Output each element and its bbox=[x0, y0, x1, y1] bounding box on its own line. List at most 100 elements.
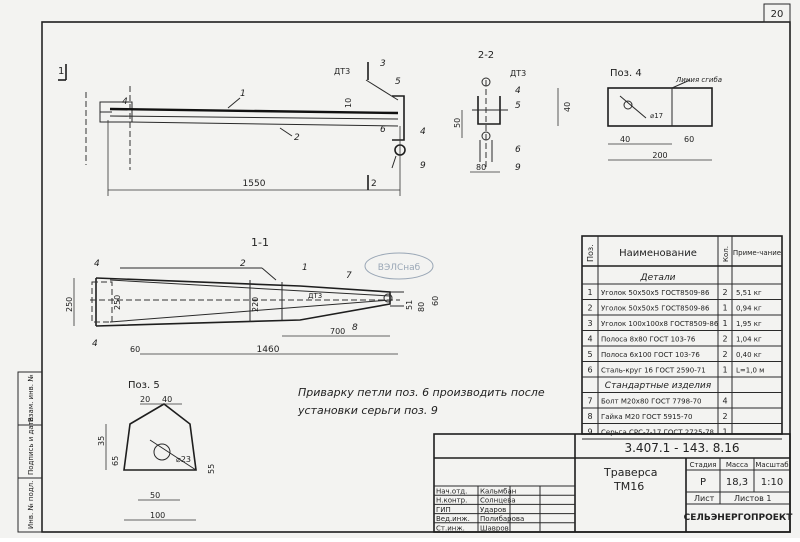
bom-cell-pos: 5 bbox=[587, 350, 592, 359]
bom-section-details: Детали bbox=[640, 273, 676, 283]
callout-5-main: 5 bbox=[395, 77, 401, 87]
role-title: Ст.инж. bbox=[436, 524, 465, 532]
dim-s11-60: 60 bbox=[130, 345, 140, 354]
bom-cell-qty: 1 bbox=[722, 304, 727, 313]
stage-value: Р bbox=[700, 477, 706, 488]
title-block-role-row: ГИП Удаpов bbox=[434, 503, 575, 514]
pos4-title: Поз. 4 bbox=[610, 68, 642, 79]
callout-7-s11: 7 bbox=[346, 271, 352, 281]
view-marker-left: 1 bbox=[58, 66, 64, 77]
bom-cell-note: 0,94 кг bbox=[736, 305, 762, 313]
pos4-bend-note: Линия сгиба bbox=[675, 76, 722, 84]
bom-cell-note: 1,95 кг bbox=[736, 320, 762, 328]
callout-6-main: 6 bbox=[380, 125, 386, 135]
section-1-1: 1-1 250 250 220 ДТ3 700 1460 60 51 80 60… bbox=[65, 236, 440, 355]
pos4-hole: ⌀17 bbox=[650, 112, 663, 120]
dim-pos5-40: 40 bbox=[162, 395, 172, 404]
svg-text:3: 3 bbox=[380, 59, 386, 69]
note-line-2: установки серьги поз. 9 bbox=[297, 404, 438, 417]
label-dt3-main: ДТ3 bbox=[334, 67, 350, 76]
svg-text:9: 9 bbox=[515, 163, 521, 173]
svg-text:4: 4 bbox=[420, 127, 426, 137]
bom-cell-qty: 2 bbox=[722, 412, 727, 421]
mass-header: Масса bbox=[726, 461, 748, 469]
role-title: Н.контр. bbox=[436, 497, 467, 505]
bom-cell-name: Уголок 100х100х8 ГОСТ8509-86 bbox=[601, 320, 719, 328]
role-name: Солнцева bbox=[480, 497, 516, 505]
dim-pos5-55: 55 bbox=[207, 464, 216, 474]
bom-cell-qty: 1 bbox=[722, 428, 727, 437]
dim-s11-51: 51 bbox=[405, 300, 414, 310]
pos-4-detail: Поз. 4 ⌀17 Линия сгиба 40 40 60 200 bbox=[557, 68, 722, 161]
title-line-2: ТМ16 bbox=[613, 480, 644, 493]
watermark: ВЭЛСнаб bbox=[378, 263, 421, 273]
stage-header: Стадия bbox=[690, 461, 717, 469]
role-title: Вед.инж. bbox=[436, 515, 470, 523]
bom-cell-name: Серьга СРС-7-17 ГОСТ 2725-78 bbox=[601, 429, 714, 437]
dim-s11-700: 700 bbox=[330, 327, 345, 336]
bom-row: 9 Серьга СРС-7-17 ГОСТ 2725-78 1 bbox=[582, 428, 782, 440]
role-name: Полибарова bbox=[480, 515, 524, 523]
role-name: Удаpов bbox=[480, 506, 506, 514]
bom-header-note: Приме-чание bbox=[733, 249, 781, 257]
svg-text:1: 1 bbox=[302, 263, 308, 273]
svg-text:2: 2 bbox=[371, 179, 377, 189]
page-number-box bbox=[763, 3, 791, 23]
bom-cell-name: Уголок 50х50х5 ГОСТ8509-86 bbox=[601, 289, 710, 297]
dim-pos5-20: 20 bbox=[140, 395, 150, 404]
dim-pos4-200: 200 bbox=[652, 151, 667, 160]
bom-cell-name: Полоса 8х80 ГОСТ 103-76 bbox=[601, 336, 696, 344]
pos5-hole: ⌀23 bbox=[176, 455, 191, 464]
bom-header-name: Наименование bbox=[619, 248, 697, 259]
dim-pos5-35: 35 bbox=[97, 436, 106, 446]
callout-2-main: 2 bbox=[294, 133, 300, 143]
title-block: 3.407.1 - 143. 8.16 Траверса ТМ16 Стадия… bbox=[433, 433, 794, 533]
dim-main-length: 1550 bbox=[243, 179, 266, 189]
doc-code: 3.407.1 - 143. 8.16 bbox=[624, 441, 739, 455]
bom-cell-note: L=1,0 м bbox=[736, 367, 764, 375]
dim-pos4-40: 40 bbox=[620, 135, 630, 144]
role-name: Шавров bbox=[480, 524, 509, 532]
dim-s22-80: 80 bbox=[476, 163, 486, 172]
bom-cell-pos: 3 bbox=[587, 319, 592, 328]
scale-header: Масштаб bbox=[755, 461, 788, 469]
bom-cell-pos: 7 bbox=[587, 397, 592, 406]
bom-cell-note: 0,40 кг bbox=[736, 351, 762, 359]
sheet-label: Лист bbox=[694, 494, 715, 503]
bom-cell-pos: 6 bbox=[587, 366, 592, 375]
svg-text:40: 40 bbox=[563, 102, 572, 112]
dim-s22-50: 50 bbox=[453, 118, 462, 128]
dim-s11-250: 250 bbox=[65, 297, 74, 312]
svg-text:5: 5 bbox=[515, 101, 521, 111]
role-title: ГИП bbox=[436, 506, 451, 514]
scale-value: 1:10 bbox=[761, 477, 783, 488]
role-name: Кальмбан bbox=[480, 488, 516, 496]
section-2-2-title: 2-2 bbox=[478, 50, 494, 61]
dim-s11-220: 220 bbox=[251, 297, 260, 312]
section-2-2: 2-2 ДТ3 50 80 4 5 6 9 bbox=[453, 50, 526, 173]
title-block-role-row: Ст.инж. Шавров bbox=[434, 522, 575, 532]
note-line-1: Приварку петли поз. 6 производить после bbox=[298, 386, 545, 399]
bom-cell-qty: 4 bbox=[722, 397, 727, 406]
main-view: 1 1550 10 ДТ3 2 1 2 3 5 6 4 bbox=[58, 59, 426, 196]
org-name: СЕЛЬЭНЕРГОПРОЕКТ bbox=[684, 513, 794, 523]
bom-header-qty: Кол. bbox=[722, 246, 730, 262]
callout-9-main: 9 bbox=[420, 161, 426, 171]
bom-cell-name: Полоса 6х100 ГОСТ 103-76 bbox=[601, 351, 700, 359]
svg-text:6: 6 bbox=[515, 145, 521, 155]
dim-pos5-100: 100 bbox=[150, 511, 165, 520]
bom-cell-qty: 2 bbox=[722, 288, 727, 297]
svg-text:250: 250 bbox=[113, 295, 122, 310]
bom-cell-pos: 9 bbox=[587, 428, 592, 437]
bom-cell-name: Гайка М20 ГОСТ 5915-70 bbox=[601, 413, 692, 421]
dim-main-10: 10 bbox=[344, 98, 353, 108]
